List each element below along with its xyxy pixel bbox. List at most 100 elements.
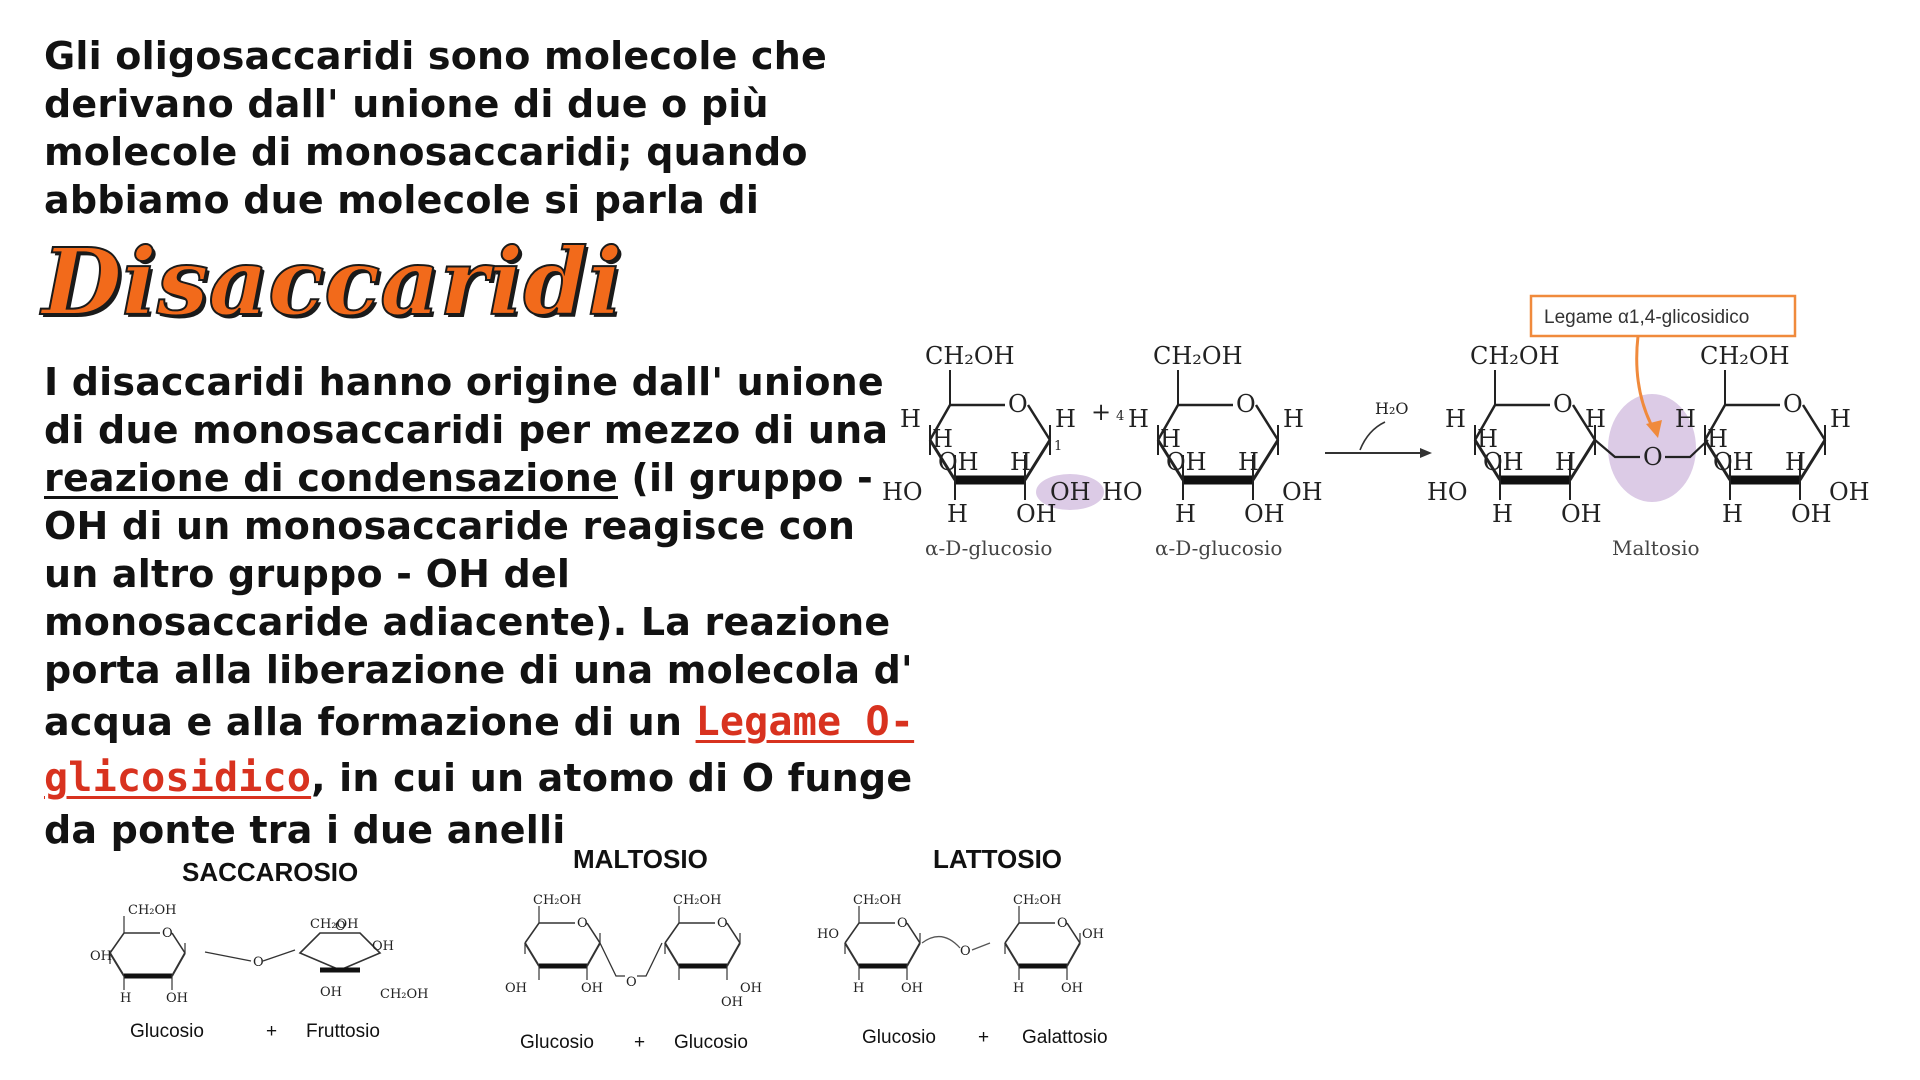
- atom-h: H: [1175, 500, 1196, 528]
- ch2oh-label: CH₂OH: [853, 893, 902, 908]
- atom-h: H: [1055, 405, 1076, 433]
- atom-h: H: [1160, 425, 1181, 453]
- atom-oh: OH: [1483, 448, 1524, 476]
- water-label: H₂O: [1375, 399, 1408, 418]
- bridge-oxygen: O: [1643, 443, 1663, 471]
- body-line: di due monosaccaridi per mezzo di una: [44, 408, 889, 452]
- atom-o: O: [897, 916, 908, 931]
- atom-oh: OH: [166, 991, 188, 1006]
- carbon-number: 1: [1054, 439, 1062, 454]
- atom-h: H: [1675, 405, 1696, 433]
- atom-oh: OH: [1791, 500, 1832, 528]
- ch2oh-label: CH₂OH: [1470, 342, 1560, 370]
- atom-h: H: [853, 981, 864, 996]
- plus-sign: +: [1091, 398, 1111, 426]
- condensation-reaction-diagram: CH₂OH O H H OH H H 1 HO OH H OH + 4 α-D-…: [882, 294, 1870, 560]
- glucose-molecule-1: CH₂OH O H H OH H H 1 HO OH H OH: [882, 342, 1091, 528]
- body-line: glicosidico, in cui un atomo di O funge: [44, 750, 914, 806]
- bond-pointer-head: [1646, 420, 1662, 438]
- atom-o: O: [1553, 390, 1573, 418]
- atom-o: O: [1783, 390, 1803, 418]
- right-caption: α-D-glucosio: [1155, 536, 1282, 560]
- example-left-label: Glucosio: [520, 1032, 594, 1053]
- atom-oh: OH: [1829, 478, 1870, 506]
- example-title: LATTOSIO: [933, 848, 1062, 874]
- intro-line: derivano dall' unione di due o più: [44, 82, 769, 126]
- bridge-oxygen: O: [253, 955, 264, 970]
- atom-oh: OH: [901, 981, 923, 996]
- atom-h: H: [1238, 448, 1259, 476]
- atom-o: O: [1236, 390, 1256, 418]
- ch2oh-label: CH₂OH: [1153, 342, 1243, 370]
- ch2oh-label: CH₂OH: [380, 987, 429, 1002]
- atom-oh: OH: [90, 949, 112, 964]
- atom-oh: OH: [1282, 478, 1323, 506]
- bond-highlight: [1608, 394, 1696, 502]
- atom-oh: OH: [581, 981, 603, 996]
- atom-oh: OH: [1061, 981, 1083, 996]
- ch2oh-label: CH₂OH: [925, 342, 1015, 370]
- atom-h: H: [1010, 448, 1031, 476]
- atom-oh: OH: [1713, 448, 1754, 476]
- atom-h: H: [947, 500, 968, 528]
- atom-ho: HO: [817, 927, 839, 942]
- maltose-ring-2: CH₂OH O H H OH H H OH H OH: [1675, 342, 1870, 528]
- example-maltosio: MALTOSIO CH₂OH O OH OH O CH₂OH O OH OH G…: [505, 848, 762, 1053]
- example-plus: +: [266, 1021, 277, 1042]
- example-right-label: Glucosio: [674, 1032, 748, 1053]
- atom-h: H: [1477, 425, 1498, 453]
- atom-h: H: [1283, 405, 1304, 433]
- atom-oh: OH: [721, 995, 743, 1010]
- body-line: da ponte tra i due anelli: [44, 808, 566, 852]
- atom-h: H: [900, 405, 921, 433]
- example-right-label: Fruttosio: [306, 1021, 380, 1042]
- body-line: un altro gruppo - OH del: [44, 552, 571, 596]
- body-text: (il gruppo -: [617, 456, 873, 500]
- intro-line: abbiamo due molecole si parla di: [44, 178, 760, 222]
- condensation-link: reazione di condensazione: [44, 456, 618, 500]
- example-left-label: Glucosio: [862, 1027, 936, 1048]
- atom-oh: OH: [1016, 500, 1057, 528]
- body-line: acqua e alla formazione di un Legame O-: [44, 694, 914, 750]
- atom-o: O: [717, 916, 728, 931]
- example-plus: +: [634, 1032, 645, 1053]
- atom-oh: OH: [372, 939, 394, 954]
- bridge-oxygen: O: [626, 975, 637, 990]
- example-lattosio: LATTOSIO CH₂OH O HO H OH O CH₂OH O OH H …: [817, 848, 1108, 1048]
- atom-oh: OH: [1082, 927, 1104, 942]
- atom-h: H: [1445, 405, 1466, 433]
- section-title: Disaccaridi: [41, 228, 623, 336]
- atom-ho: HO: [1427, 478, 1468, 506]
- ch2oh-label: CH₂OH: [533, 893, 582, 908]
- atom-o: O: [577, 916, 588, 931]
- glycosidic-term-2: glicosidico: [44, 755, 312, 801]
- atom-oh: OH: [938, 448, 979, 476]
- ch2oh-label: CH₂OH: [310, 917, 359, 932]
- bond-pointer-arrow: [1635, 335, 1656, 431]
- body-text: , in cui un atomo di O funge: [311, 756, 913, 800]
- carbon-number: 4: [1116, 409, 1124, 424]
- ch2oh-label: CH₂OH: [673, 893, 722, 908]
- example-plus: +: [978, 1027, 989, 1048]
- body-line: I disaccaridi hanno origine dall' unione: [44, 360, 884, 404]
- atom-h: H: [1013, 981, 1024, 996]
- atom-ho: HO: [1102, 478, 1143, 506]
- reaction-arrow-head: [1420, 448, 1432, 458]
- atom-oh: OH: [320, 985, 342, 1000]
- body-line: OH di un monosaccaride reagisce con: [44, 504, 856, 548]
- atom-h: H: [120, 991, 131, 1006]
- example-title: SACCAROSIO: [182, 857, 358, 887]
- oh-highlight: [1036, 474, 1104, 510]
- atom-h: H: [1555, 448, 1576, 476]
- body-line: porta alla liberazione di una molecola d…: [44, 648, 913, 692]
- glycosidic-term-1: Legame O-: [695, 699, 915, 745]
- disaccharide-examples: SACCAROSIO CH₂OH O OH H OH O CH₂OH O CH₂…: [90, 848, 1108, 1053]
- body-text: acqua e alla formazione di un: [44, 700, 696, 744]
- example-left-label: Glucosio: [130, 1021, 204, 1042]
- atom-h: H: [1785, 448, 1806, 476]
- bridge-oxygen: O: [960, 944, 971, 959]
- bond-label: Legame α1,4-glicosidico: [1544, 307, 1749, 328]
- atom-h: H: [1585, 405, 1606, 433]
- atom-oh: OH: [1050, 478, 1091, 506]
- atom-oh: OH: [505, 981, 527, 996]
